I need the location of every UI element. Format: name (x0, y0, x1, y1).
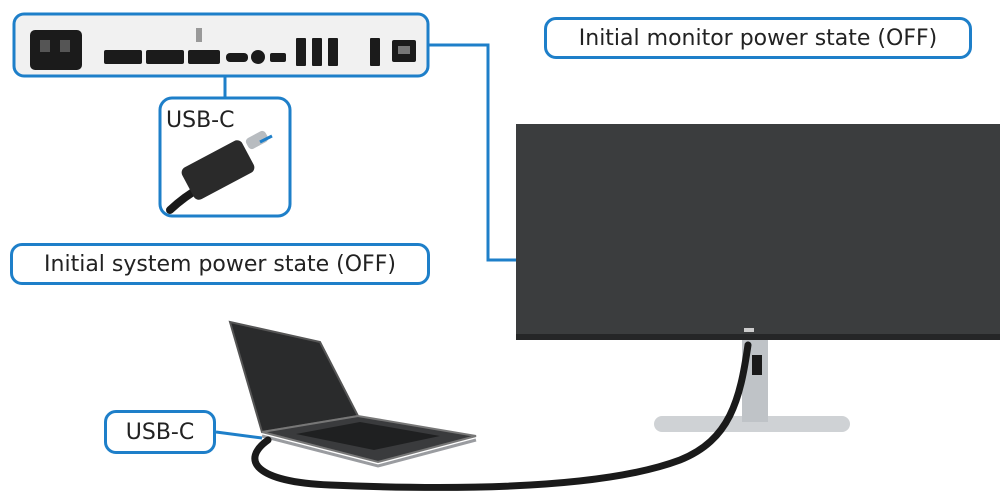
port-to-monitor-connector (428, 43, 516, 262)
usb-a-port-icon (296, 38, 306, 66)
system-power-state-label: Initial system power state (OFF) (10, 243, 430, 285)
usbc-cable (251, 341, 752, 491)
usbc-plug-callout (158, 96, 292, 218)
displayport-icon (188, 50, 220, 64)
laptop (228, 320, 477, 468)
usb-a-port-icon (312, 38, 322, 66)
usbc-port-label: USB-C (166, 108, 235, 133)
laptop-usbc-label: USB-C (104, 410, 216, 454)
usb-a-port-icon (370, 38, 380, 66)
monitor (516, 124, 1000, 432)
usbc-plug-icon (166, 130, 273, 214)
monitor-power-state-label: Initial monitor power state (OFF) (544, 17, 972, 59)
hdmi-port-2-icon (146, 50, 184, 64)
laptop-usbc-connector (215, 430, 263, 440)
usbc-port-icon (226, 53, 248, 62)
monitor-screen (516, 124, 1000, 338)
hdmi-port-1-icon (104, 50, 142, 64)
laptop-screen (228, 320, 360, 434)
power-port-icon (30, 30, 82, 70)
monitor-stand-base (654, 416, 850, 432)
monitor-rear-panel (12, 12, 430, 78)
usb-a-port-icon (328, 38, 338, 66)
audio-jack-icon (251, 50, 265, 64)
